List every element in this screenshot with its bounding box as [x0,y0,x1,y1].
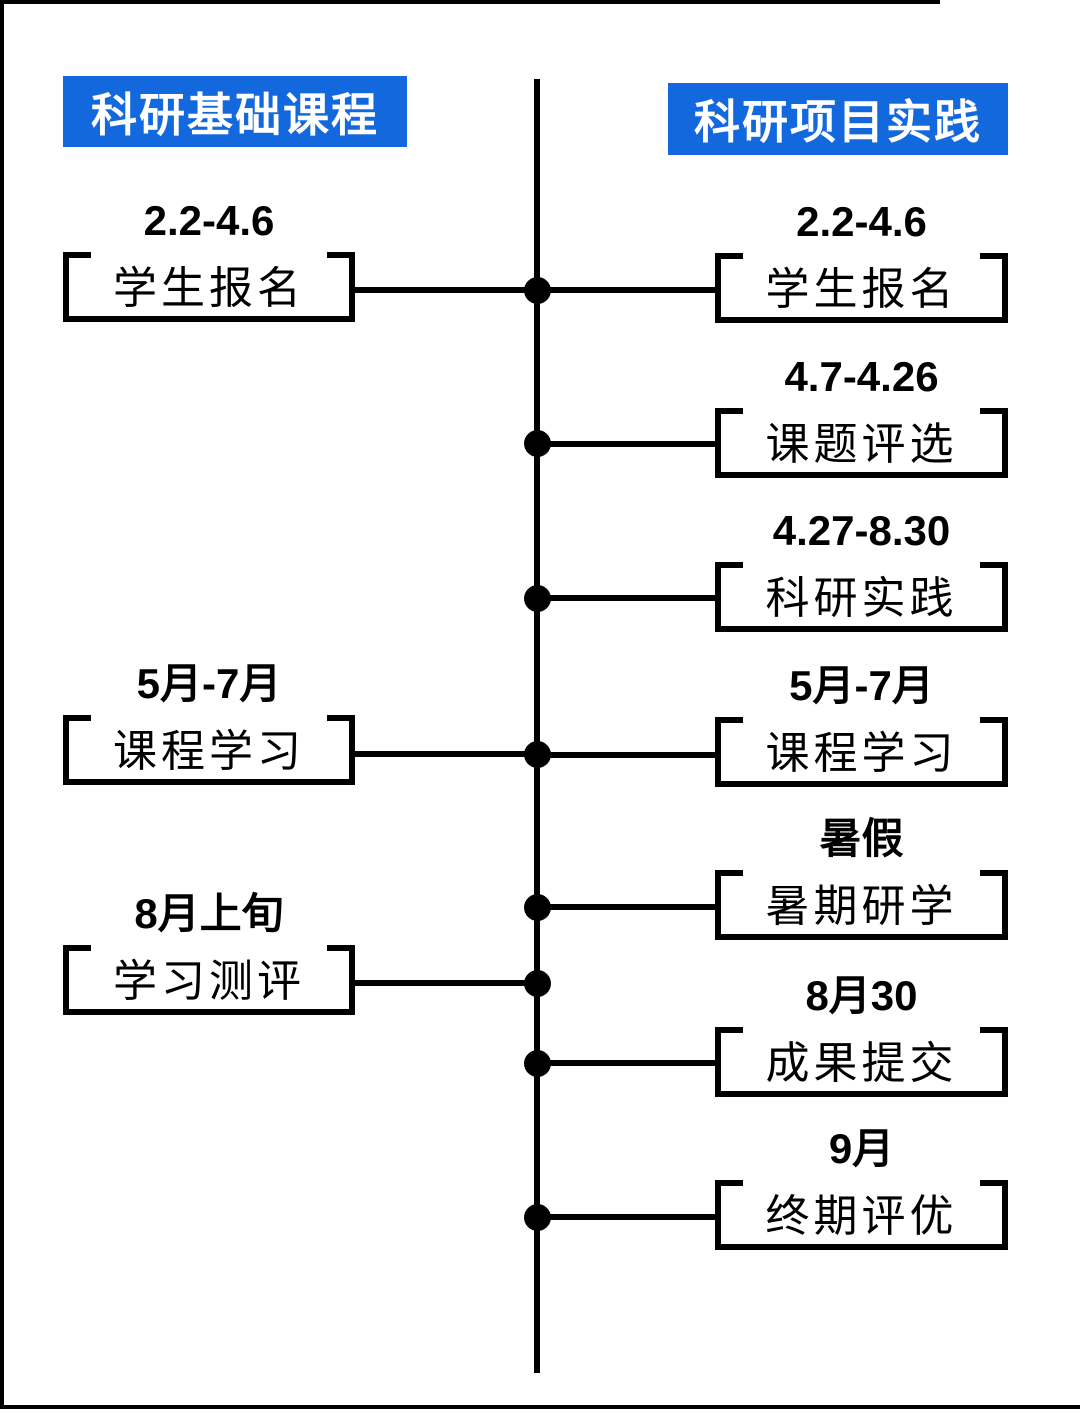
left-track-header-label: 科研基础课程 [91,88,379,141]
item-box: 学生报名 [63,252,355,322]
item-label: 学生报名 [113,264,305,313]
connector-line [349,287,538,293]
timeline-item: 4.7-4.26 课题评选 [715,356,1008,478]
connector-line [537,595,717,601]
item-label: 课程学习 [113,727,305,776]
item-label: 课程学习 [765,729,958,778]
page-border-bottom [0,1405,1080,1409]
item-date: 5月-7月 [789,662,934,709]
item-box: 暑期研学 [715,870,1008,940]
timeline-axis [534,79,540,1373]
item-label: 科研实践 [765,574,958,623]
page-border-left [0,0,4,1409]
item-box: 科研实践 [715,562,1008,632]
item-date: 8月30 [805,972,918,1019]
timeline-item: 4.27-8.30 科研实践 [715,510,1008,632]
connector-line [537,904,717,910]
connector-line [537,752,717,758]
item-date: 4.27-8.30 [772,507,951,554]
right-track-header: 科研项目实践 [668,83,1008,155]
item-date: 5月-7月 [136,660,282,707]
connector-line [349,980,538,986]
item-date: 2.2-4.6 [143,197,275,244]
item-box: 课程学习 [715,717,1008,787]
connector-line [537,441,717,447]
item-box: 学习测评 [63,945,355,1015]
item-date: 2.2-4.6 [796,198,927,245]
item-label: 暑期研学 [765,882,958,931]
timeline-item: 8月30 成果提交 [715,975,1008,1097]
page-border-top [0,0,940,4]
timeline-item: 5月-7月 课程学习 [63,663,355,785]
item-date: 暑假 [819,815,904,862]
item-box: 课题评选 [715,408,1008,478]
connector-line [349,751,538,757]
timeline-item: 2.2-4.6 学生报名 [63,200,355,322]
item-label: 学生报名 [765,265,958,314]
item-label: 学习测评 [113,957,305,1006]
timeline-item: 8月上旬 学习测评 [63,893,355,1015]
connector-line [537,1214,717,1220]
connector-line [537,287,717,293]
item-date: 4.7-4.26 [784,353,939,400]
timeline-item: 暑假 暑期研学 [715,818,1008,940]
timeline-item: 5月-7月 课程学习 [715,665,1008,787]
right-track-header-label: 科研项目实践 [694,96,982,148]
item-label: 成果提交 [765,1039,958,1088]
item-date: 8月上旬 [134,890,284,937]
left-track-header: 科研基础课程 [63,76,407,147]
timeline-item: 9月 终期评优 [715,1128,1008,1250]
connector-line [537,1060,717,1066]
item-box: 学生报名 [715,253,1008,323]
item-box: 终期评优 [715,1180,1008,1250]
timeline-item: 2.2-4.6 学生报名 [715,201,1008,323]
item-box: 课程学习 [63,715,355,785]
item-label: 课题评选 [765,420,958,469]
item-box: 成果提交 [715,1027,1008,1097]
item-label: 终期评优 [765,1192,958,1241]
item-date: 9月 [828,1125,895,1172]
